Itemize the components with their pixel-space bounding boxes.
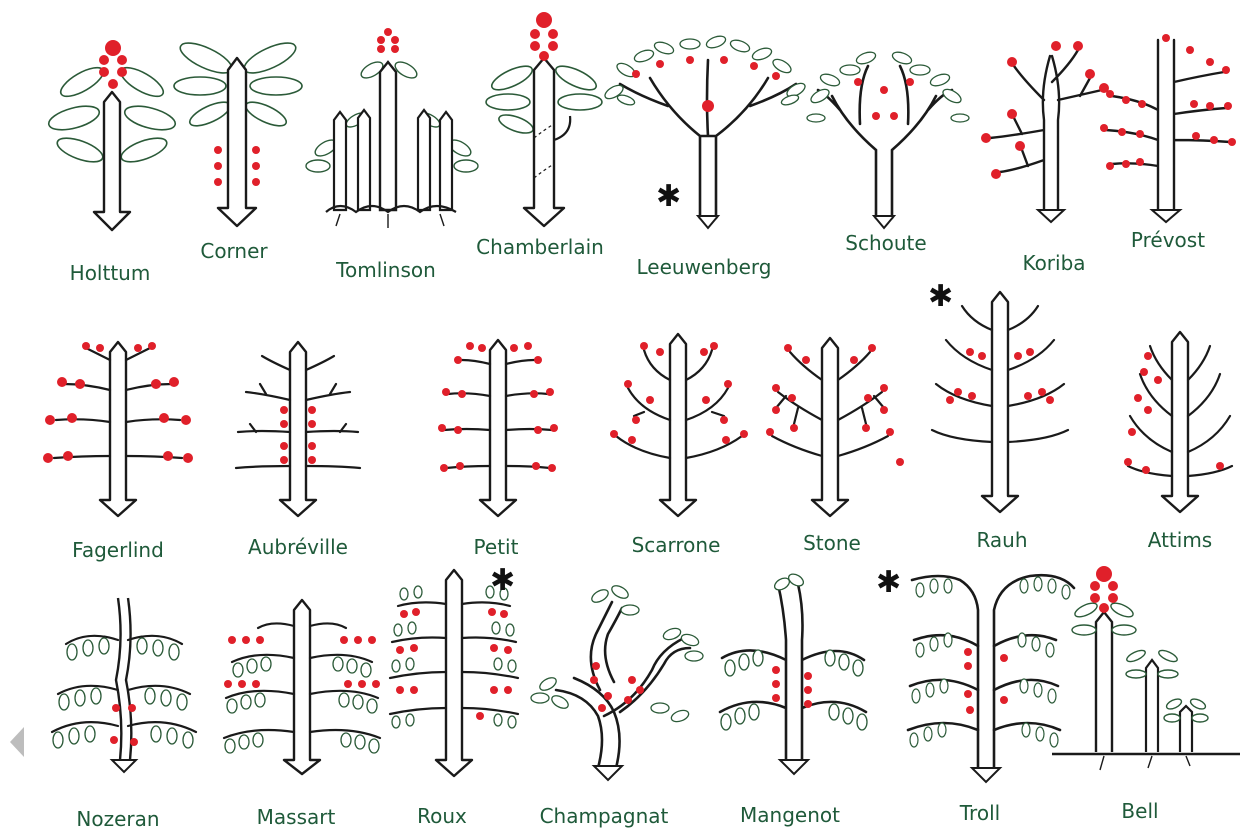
label-stone: Stone [803,531,861,555]
label-roux: Roux [417,804,467,828]
star-troll: ✱ [876,565,901,600]
label-tomlinson: Tomlinson [335,258,436,282]
star-rauh: ✱ [928,279,953,314]
model-prevost [1100,34,1236,222]
label-holttum: Holttum [70,261,151,285]
label-mangenot: Mangenot [740,803,840,827]
label-aubreville: Aubréville [248,535,348,559]
model-rauh [932,292,1068,512]
model-massart [224,600,380,774]
model-schoute [807,50,969,228]
model-champagnat [531,583,703,780]
model-fagerlind [43,342,193,516]
label-scarrone: Scarrone [632,533,721,557]
model-tomlinson [306,28,478,228]
model-troll [908,575,1074,782]
model-corner [174,37,302,226]
label-prevost: Prévost [1131,228,1205,252]
model-holttum [46,40,177,230]
label-fagerlind: Fagerlind [72,538,164,562]
model-petit [438,340,558,516]
label-corner: Corner [200,239,268,263]
label-massart: Massart [257,805,336,829]
model-attims [1124,332,1232,512]
label-attims: Attims [1148,528,1212,552]
model-chamberlain [486,12,602,226]
label-koriba: Koriba [1022,251,1085,275]
star-roux: ✱ [490,563,515,598]
model-scarrone [610,334,748,516]
label-nozeran: Nozeran [76,807,159,831]
model-roux [390,570,518,776]
model-leeuwenberg [603,34,807,228]
label-leeuwenberg: Leeuwenberg [637,255,772,279]
model-koriba [981,41,1109,222]
chevron-left-icon [6,725,28,759]
star-leeuwenberg: ✱ [656,179,681,214]
model-mangenot [720,572,867,774]
prev-button[interactable] [4,722,30,762]
label-bell: Bell [1121,799,1158,823]
model-bell [1052,566,1240,770]
label-rauh: Rauh [976,528,1027,552]
model-nozeran [52,598,196,772]
model-stone [766,338,904,516]
label-champagnat: Champagnat [540,804,669,828]
label-chamberlain: Chamberlain [476,235,604,259]
label-petit: Petit [474,535,519,559]
model-aubreville [236,342,360,516]
label-schoute: Schoute [845,231,926,255]
label-troll: Troll [959,801,1000,825]
